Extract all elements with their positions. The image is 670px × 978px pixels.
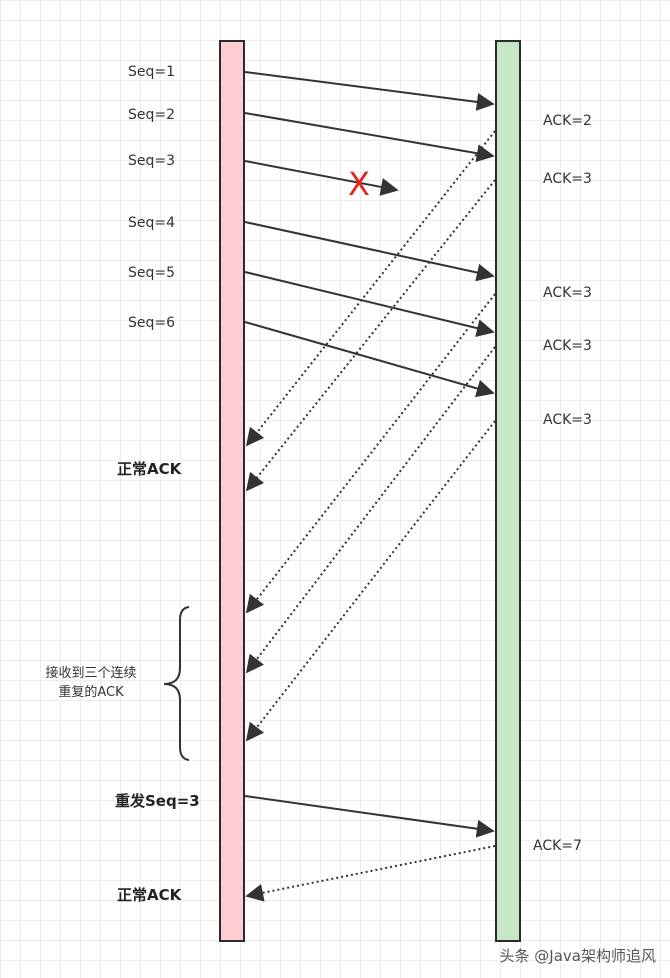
ack-arrow-ack2 [245, 130, 496, 447]
segment-arrow-seq4 [244, 221, 495, 282]
normal-ack-label-2: 正常ACK [117, 886, 182, 904]
ack-arrow-ack3-dup3 [245, 420, 496, 742]
ack7-label: ACK=7 [533, 838, 582, 854]
dup-ack-note-line2: 重复的ACK [58, 685, 124, 700]
segment-arrow-seq2 [244, 112, 495, 163]
ack-arrow-ack3-dup2 [245, 346, 496, 674]
seq1-label: Seq=1 [128, 64, 176, 80]
seq2-label: Seq=2 [128, 107, 176, 123]
dup-ack-note: 接收到三个连续 重复的ACK [36, 664, 146, 702]
segment-arrow-seq6 [244, 321, 495, 398]
segment-arrow-seq1 [244, 71, 495, 111]
sender-timeline [219, 40, 245, 942]
seq3-label: Seq=3 [128, 153, 176, 169]
watermark: 头条 @Java架构师追风 [499, 947, 656, 965]
ack-arrow-ack3-first [245, 179, 496, 492]
resend-label: 重发Seq=3 [115, 792, 200, 810]
ack3-label-2: ACK=3 [543, 285, 592, 301]
ack3-label-4: ACK=3 [543, 412, 592, 428]
curly-brace [163, 606, 190, 761]
normal-ack-label-1: 正常ACK [117, 460, 182, 478]
seq5-label: Seq=5 [128, 265, 176, 281]
segment-arrow-seq3-lost [244, 160, 399, 196]
ack-arrow-ack7 [245, 845, 496, 902]
lost-segment-mark: X [348, 165, 370, 203]
ack3-label-1: ACK=3 [543, 171, 592, 187]
ack-arrow-ack3-dup1 [245, 293, 496, 614]
seq6-label: Seq=6 [128, 315, 176, 331]
seq4-label: Seq=4 [128, 215, 176, 231]
ack3-label-3: ACK=3 [543, 338, 592, 354]
segment-arrow-seq5 [244, 271, 495, 337]
segment-arrow-resend-seq3 [244, 795, 495, 838]
ack2-label: ACK=2 [543, 113, 592, 129]
dup-ack-note-line1: 接收到三个连续 [45, 666, 137, 681]
receiver-timeline [495, 40, 521, 942]
